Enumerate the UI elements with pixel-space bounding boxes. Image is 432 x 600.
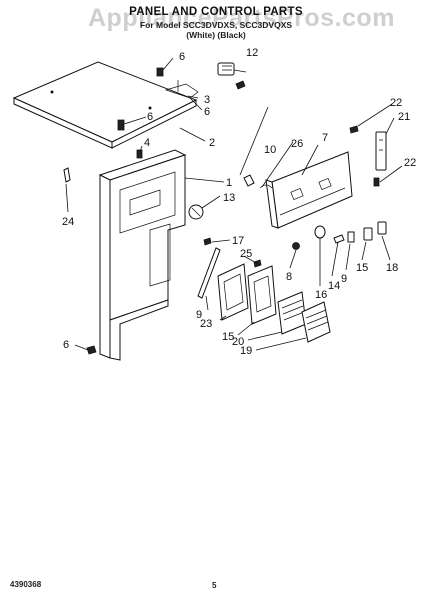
cabinet-front-panel-part	[98, 149, 187, 361]
spring-clip-part	[259, 184, 273, 189]
nut-part	[292, 242, 300, 250]
screw-icon	[117, 119, 125, 131]
louver-part	[247, 265, 277, 325]
callout-6c: 6	[147, 111, 153, 123]
callout-26: 26	[291, 138, 303, 150]
top-panel-part	[12, 61, 198, 149]
callout-13: 13	[223, 192, 235, 204]
callout-24: 24	[62, 216, 74, 228]
callout-17: 17	[232, 235, 244, 247]
callout-16: 16	[315, 289, 327, 301]
mounting-strap-part	[197, 247, 221, 299]
screw-icon	[136, 149, 143, 159]
callout-21: 21	[398, 111, 410, 123]
callout-6d: 6	[63, 339, 69, 351]
callout-6a: 6	[179, 51, 185, 63]
page-title: PANEL AND CONTROL PARTS	[129, 6, 303, 18]
grille-frame-part	[217, 263, 249, 321]
callout-7: 7	[322, 132, 328, 144]
screw-icon	[86, 345, 97, 355]
callout-20: 20	[232, 336, 244, 348]
callout-5: 12	[246, 47, 258, 59]
callout-18: 18	[386, 262, 398, 274]
knob-part	[188, 204, 204, 220]
callout-3: 3	[204, 94, 210, 106]
shaft-part	[333, 234, 345, 244]
callout-22b: 22	[404, 157, 416, 169]
connector-part	[217, 62, 235, 76]
callout-23: 23	[200, 318, 212, 330]
callout-6b: 6	[204, 106, 210, 118]
callout-25: 25	[240, 248, 252, 260]
color-subtitle: (White) (Black)	[186, 30, 246, 40]
page-number: 5	[212, 581, 217, 590]
screw-icon	[203, 237, 212, 246]
screw-icon	[156, 67, 164, 77]
callout-4: 4	[144, 137, 150, 149]
callout-22a: 22	[390, 97, 402, 109]
screw-icon	[373, 177, 380, 187]
callout-9: 9	[196, 309, 202, 321]
callout-8: 8	[286, 271, 292, 283]
control-panel-part	[265, 151, 353, 229]
document-code: 4390368	[10, 580, 42, 589]
leader-lines	[65, 57, 403, 351]
callout-12: 14	[328, 280, 340, 292]
retainer-clip-part	[63, 167, 71, 183]
callout-1: 1	[226, 177, 232, 189]
callout-2: 2	[209, 137, 215, 149]
rocker-switch-part	[363, 227, 373, 241]
button-part	[347, 231, 355, 243]
wire-clip-part	[164, 80, 199, 99]
side-bracket-part	[375, 131, 387, 171]
model-subtitle: For Model SCC3DVDXS, SCC3DVQXS	[139, 20, 293, 30]
screw-icon	[349, 125, 359, 134]
indicator-part	[377, 221, 387, 235]
callout-15: 15	[222, 331, 234, 343]
callout-11: 9	[341, 273, 347, 285]
callout-14: 15	[356, 262, 368, 274]
switch-part	[243, 174, 255, 187]
front-grille-part	[301, 301, 331, 343]
screw-icon	[235, 80, 246, 90]
callout-19: 19	[240, 345, 252, 357]
dial-knob-part	[314, 225, 326, 239]
callout-10: 10	[264, 144, 276, 156]
